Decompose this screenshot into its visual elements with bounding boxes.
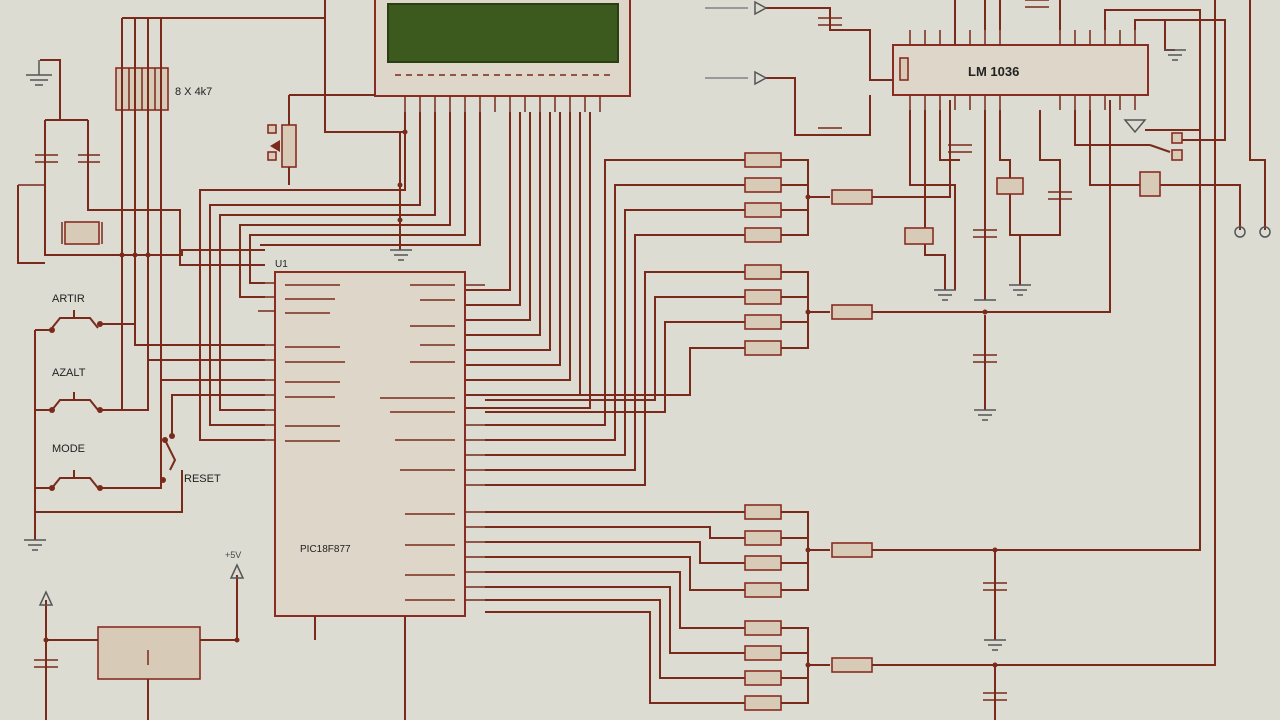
button-mode: MODE (49, 443, 103, 491)
reset-label: RESET (184, 473, 221, 485)
button-azalt: AZALT (49, 367, 103, 413)
output-terminals (1234, 226, 1271, 238)
crystal-oscillator (61, 221, 103, 245)
supply-arrow: +5V (38, 550, 245, 606)
series-resistors (831, 189, 873, 673)
mcu-chip: U1 PIC18F877 (274, 259, 466, 617)
button-mode-label: MODE (52, 443, 85, 455)
voltage-regulator (97, 626, 201, 680)
resistor-ladder-3 (744, 504, 782, 598)
electrolytic-caps (904, 171, 1161, 245)
contrast-potentiometer (267, 94, 375, 185)
lm1036-label: LM 1036 (968, 64, 1019, 79)
audio-inputs (705, 0, 768, 86)
resistor-network: 8 X 4k7 (115, 67, 212, 111)
button-artir-label: ARTIR (52, 293, 85, 305)
lcd-module (374, 0, 631, 97)
button-azalt-label: AZALT (52, 367, 86, 379)
supply-label: +5V (225, 550, 241, 560)
mcu-ref-label: U1 (275, 259, 288, 270)
resistor-ladder-1 (744, 152, 782, 243)
lcd-screen (387, 3, 619, 63)
output-switch (1149, 132, 1183, 161)
mcu-to-ladder-wires (485, 159, 748, 704)
mcu-part-label: PIC18F877 (300, 544, 351, 555)
resistor-network-label: 8 X 4k7 (175, 86, 212, 98)
lm1036-chip: LM 1036 (892, 44, 1149, 96)
button-artir: ARTIR (49, 293, 103, 333)
resistor-ladder-2 (744, 264, 782, 356)
resistor-ladder-4 (744, 620, 782, 711)
